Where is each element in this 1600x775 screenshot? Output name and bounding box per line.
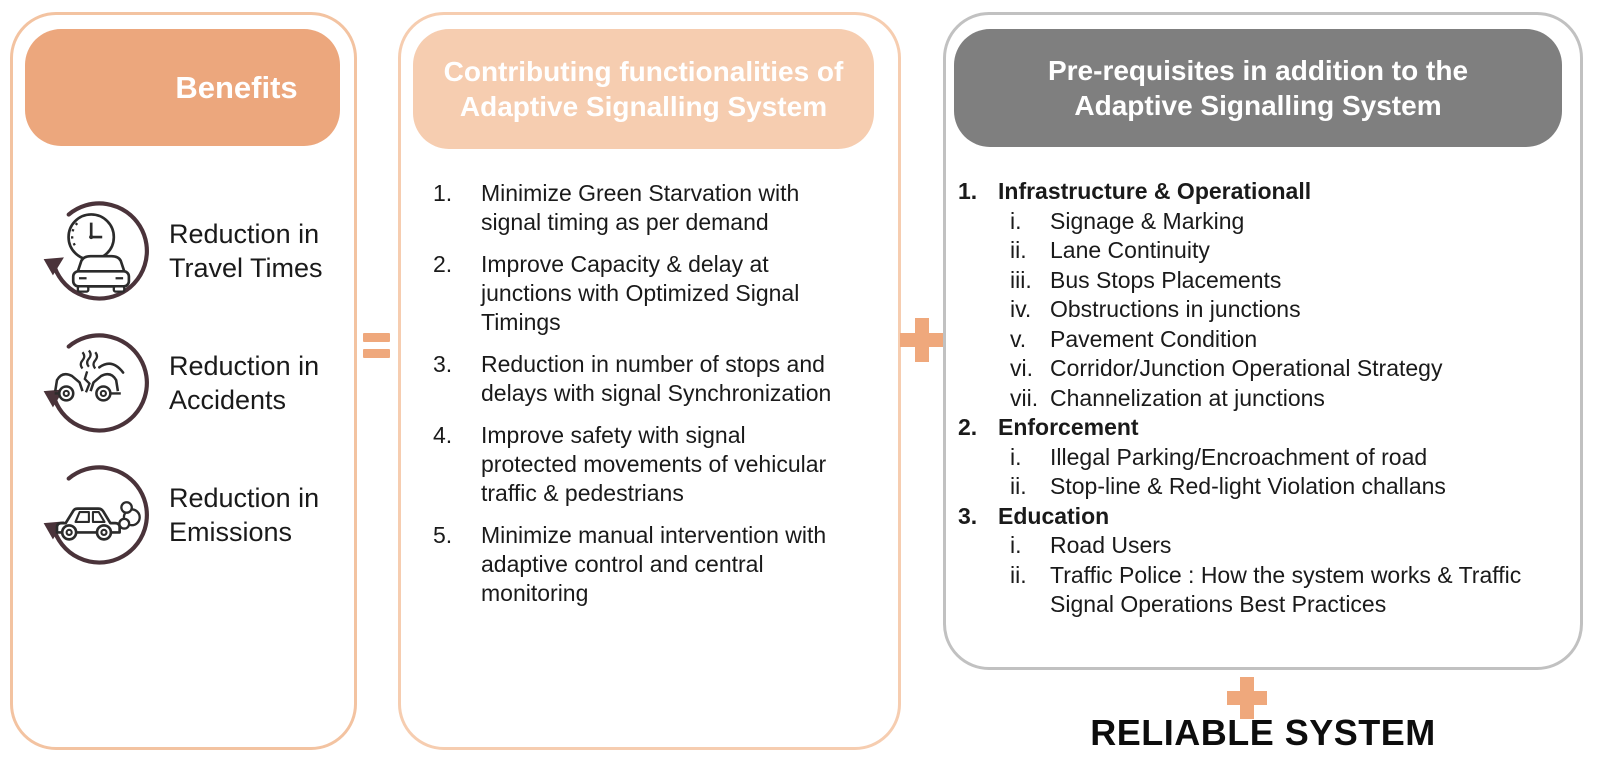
- benefit-item-emissions: Reduction in Emissions: [39, 457, 359, 573]
- plus-operator-icon: [1227, 677, 1267, 719]
- sub-marker: ii.: [1010, 561, 1027, 588]
- sub-marker: iv.: [1010, 296, 1032, 322]
- item-text: Improve Capacity & delay at junctions wi…: [481, 251, 800, 335]
- sub-item: i. Illegal Parking/Encroachment of road: [1010, 443, 1572, 473]
- sub-text: Lane Continuity: [1050, 237, 1210, 263]
- item-number: 5.: [433, 522, 453, 548]
- functionalities-panel-title: Contributing functionalities of Adaptive…: [413, 29, 874, 149]
- sub-item: i. Road Users: [1010, 531, 1572, 561]
- list-item: 2. Improve Capacity & delay at junctions…: [433, 250, 884, 337]
- benefits-panel: Benefits Reduction in Travel Times: [10, 12, 357, 750]
- list-item: 5. Minimize manual intervention with ada…: [433, 521, 884, 608]
- sub-item: ii. Lane Continuity: [1010, 236, 1572, 266]
- section-heading: 3. Education: [958, 502, 1572, 532]
- section-heading: 1. Infrastructure & Operationall: [958, 177, 1572, 207]
- sub-text: Stop-line & Red-light Violation challans: [1050, 473, 1446, 499]
- plus-operator-icon: [900, 318, 944, 362]
- section-title: Enforcement: [998, 414, 1139, 440]
- car-crash-cycle-icon: [43, 333, 149, 433]
- sub-marker: vi.: [1010, 355, 1033, 381]
- sub-text: Illegal Parking/Encroachment of road: [1050, 443, 1428, 470]
- section-title: Infrastructure & Operationall: [998, 178, 1312, 204]
- prerequisites-panel: Pre-requisites in addition to the Adapti…: [943, 12, 1583, 670]
- sub-text: Pavement Condition: [1050, 325, 1258, 352]
- benefit-item-travel-times: Reduction in Travel Times: [39, 193, 359, 309]
- functionalities-list: 1. Minimize Green Starvation with signal…: [433, 179, 884, 621]
- sub-item: v. Pavement Condition: [1010, 325, 1572, 355]
- item-number: 4.: [433, 422, 453, 448]
- sub-item: iv. Obstructions in junctions: [1010, 295, 1572, 325]
- benefits-panel-title: Benefits: [25, 29, 340, 146]
- benefit-label: Reduction in Travel Times: [169, 219, 323, 283]
- sub-item: i. Signage & Marking: [1010, 207, 1572, 237]
- sub-item: vii. Channelization at junctions: [1010, 384, 1572, 414]
- functionalities-panel: Contributing functionalities of Adaptive…: [398, 12, 901, 750]
- sub-marker: i.: [1010, 443, 1022, 470]
- prerequisites-list: 1. Infrastructure & Operationall i. Sign…: [958, 177, 1572, 620]
- section-number: 3.: [958, 502, 978, 529]
- sub-item: vi. Corridor/Junction Operational Strate…: [1010, 354, 1572, 384]
- sub-text: Signage & Marking: [1050, 207, 1245, 234]
- sub-marker: iii.: [1010, 266, 1032, 293]
- sub-marker: ii.: [1010, 473, 1027, 499]
- item-text: Minimize manual intervention with adapti…: [481, 522, 827, 606]
- sub-text: Channelization at junctions: [1050, 384, 1325, 411]
- equals-operator-icon: [363, 333, 390, 359]
- section-number: 2.: [958, 414, 978, 440]
- benefit-label: Reduction in Accidents: [169, 351, 320, 415]
- item-number: 3.: [433, 351, 453, 377]
- sub-marker: ii.: [1010, 237, 1027, 263]
- item-number: 1.: [433, 180, 453, 206]
- item-text: Minimize Green Starvation with signal ti…: [481, 180, 800, 235]
- sub-marker: i.: [1010, 207, 1022, 234]
- sub-marker: v.: [1010, 325, 1027, 352]
- section-title: Education: [998, 502, 1110, 529]
- benefit-label: Reduction in Emissions: [169, 483, 320, 547]
- sub-marker: i.: [1010, 532, 1022, 558]
- sub-text: Corridor/Junction Operational Strategy: [1050, 355, 1443, 381]
- benefit-item-accidents: Reduction in Accidents: [39, 325, 359, 441]
- item-text: Improve safety with signal protected mov…: [481, 422, 827, 506]
- sub-text: Obstructions in junctions: [1050, 296, 1301, 322]
- sub-marker: vii.: [1010, 384, 1039, 411]
- travel-time-cycle-icon: [43, 201, 149, 301]
- list-item: 4. Improve safety with signal protected …: [433, 421, 884, 508]
- prerequisites-panel-title: Pre-requisites in addition to the Adapti…: [954, 29, 1562, 147]
- car-emissions-cycle-icon: [43, 465, 149, 565]
- section-number: 1.: [958, 178, 978, 204]
- item-text: Reduction in number of stops and delays …: [481, 351, 832, 406]
- sub-text: Traffic Police : How the system works & …: [1050, 561, 1522, 618]
- list-item: 1. Minimize Green Starvation with signal…: [433, 179, 884, 237]
- reliable-system-label: RELIABLE SYSTEM: [1090, 712, 1436, 753]
- sub-text: Bus Stops Placements: [1050, 266, 1282, 293]
- sub-item: iii. Bus Stops Placements: [1010, 266, 1572, 296]
- sub-item: ii. Traffic Police : How the system work…: [1010, 561, 1572, 620]
- list-item: 3. Reduction in number of stops and dela…: [433, 350, 884, 408]
- section-heading: 2. Enforcement: [958, 413, 1572, 443]
- sub-item: ii. Stop-line & Red-light Violation chal…: [1010, 472, 1572, 502]
- item-number: 2.: [433, 251, 453, 277]
- sub-text: Road Users: [1050, 532, 1172, 558]
